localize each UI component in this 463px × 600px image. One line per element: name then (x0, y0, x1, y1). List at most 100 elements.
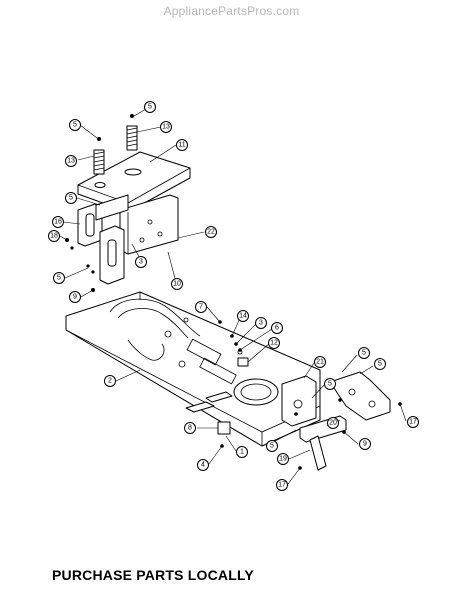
callout-13: 13 (65, 155, 77, 167)
callout-number: 8 (188, 425, 192, 432)
callout-20: 20 (327, 417, 339, 429)
callout-5: 5 (374, 358, 386, 370)
side-bracket-right (99, 225, 125, 285)
callout-number: 13 (67, 158, 75, 165)
callout-number: 9 (73, 294, 77, 301)
callout-13: 13 (160, 121, 172, 133)
callout-5: 5 (69, 119, 81, 131)
callout-circle (197, 459, 209, 471)
callout-number: 5 (57, 275, 61, 282)
callout-circle (407, 416, 419, 428)
spring-right (126, 125, 138, 151)
callout-number: 7 (199, 304, 203, 311)
callout-number: 12 (270, 340, 278, 347)
callout-circle (359, 438, 371, 450)
callout-circle (171, 278, 183, 290)
callout-number: 5 (69, 195, 73, 202)
callout-number: 19 (279, 456, 287, 463)
callout-circle (65, 155, 77, 167)
callout-2: 2 (104, 375, 116, 387)
main-frame (65, 291, 321, 447)
spring-left (93, 149, 105, 175)
callout-number: 11 (178, 142, 185, 149)
callout-5: 5 (324, 378, 336, 390)
callout-10: 10 (171, 278, 183, 290)
callout-number: 22 (207, 229, 215, 236)
callout-number: 17 (278, 482, 286, 489)
callout-3: 3 (135, 256, 147, 268)
lower-footrest (185, 391, 233, 413)
callout-number: 5 (270, 443, 274, 450)
callout-number: 5 (328, 381, 332, 388)
callout-number: 6 (275, 325, 279, 332)
callout-5: 5 (65, 192, 77, 204)
callout-circle (104, 375, 116, 387)
callout-7: 7 (195, 301, 207, 313)
callout-circle (52, 216, 64, 228)
callout-22: 22 (205, 226, 217, 238)
callout-circle (277, 453, 289, 465)
callout-17: 17 (276, 479, 288, 491)
callout-4: 4 (197, 459, 209, 471)
callout-9: 9 (359, 438, 371, 450)
callout-circle (271, 322, 283, 334)
clip (237, 357, 249, 367)
callout-number: 4 (201, 462, 205, 469)
callout-number: 3 (139, 259, 143, 266)
callout-number: 5 (362, 350, 366, 357)
callout-circle (53, 272, 65, 284)
footer-text: PURCHASE PARTS LOCALLY (52, 567, 254, 583)
callout-5: 5 (53, 272, 65, 284)
callout-number: 3 (259, 320, 263, 327)
callout-circle (266, 440, 278, 452)
callout-circle (184, 422, 196, 434)
callout-number: 5 (73, 122, 77, 129)
callout-circle (135, 256, 147, 268)
callout-circle (374, 358, 386, 370)
switch-block (217, 421, 231, 435)
callout-number: 17 (409, 419, 417, 426)
callout-1: 1 (236, 446, 248, 458)
callout-14: 14 (237, 310, 249, 322)
callout-circle (144, 101, 156, 113)
callout-12: 12 (268, 337, 280, 349)
callout-16: 16 (52, 216, 64, 228)
callout-5: 5 (358, 347, 370, 359)
callout-17: 17 (407, 416, 419, 428)
callout-number: 18 (50, 233, 58, 240)
callout-circle (327, 417, 339, 429)
callout-number: 5 (148, 104, 152, 111)
callout-21: 21 (314, 356, 326, 368)
callout-number: 16 (54, 219, 62, 226)
callout-number: 21 (316, 359, 324, 366)
callout-circle (195, 301, 207, 313)
watermark-text: AppliancePartsPros.com (163, 4, 300, 18)
callout-number: 10 (173, 281, 181, 288)
callout-18: 18 (48, 230, 60, 242)
callout-circle (65, 192, 77, 204)
callout-5: 5 (266, 440, 278, 452)
callout-circle (176, 139, 188, 151)
callout-number: 5 (378, 361, 382, 368)
callout-8: 8 (184, 422, 196, 434)
callout-circle (358, 347, 370, 359)
hitch-plate (329, 371, 391, 421)
callout-circle (314, 356, 326, 368)
callout-circle (160, 121, 172, 133)
callout-circle (69, 119, 81, 131)
callout-number: 20 (329, 420, 337, 427)
callout-number: 13 (162, 124, 170, 131)
hinge-bracket (95, 194, 129, 221)
callout-circle (324, 378, 336, 390)
callout-number: 14 (239, 313, 247, 320)
callout-3: 3 (255, 317, 267, 329)
callout-group: 5513131151618532210971436122215551781420… (48, 101, 419, 491)
callout-circle (236, 446, 248, 458)
callout-number: 2 (108, 378, 112, 385)
callout-number: 9 (363, 441, 367, 448)
callout-circle (48, 230, 60, 242)
callout-circle (69, 291, 81, 303)
callout-5: 5 (144, 101, 156, 113)
callout-circle (276, 479, 288, 491)
